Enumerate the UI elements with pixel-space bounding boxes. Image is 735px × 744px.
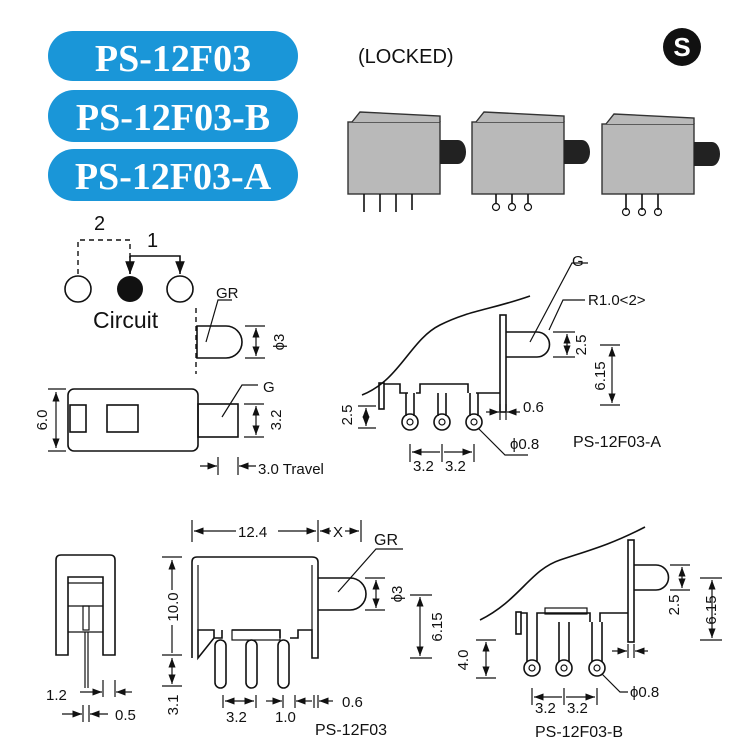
product-photo-ps-12f03-a	[601, 113, 720, 217]
model-badge-ps-12f03: PS-12F03	[48, 31, 298, 81]
safety-logo-icon: S	[663, 28, 701, 66]
actuator-height-dimension: 6.15	[429, 612, 446, 641]
front-view-drawing: 1.2 0.5	[46, 554, 136, 724]
product-photo-ps-12f03-b	[471, 111, 590, 212]
model-label: PS-12F03-B	[76, 97, 270, 139]
pitch-dimension: 3.2	[226, 709, 247, 726]
circuit-diagram: 2 1 Circuit	[64, 213, 194, 333]
actuator-height-dimension: 2.5	[666, 595, 683, 616]
height-dimension: 6.15	[592, 361, 609, 390]
pin-diameter-label: ϕ0.8	[510, 436, 539, 453]
pitch-dimension: 3.2	[413, 458, 434, 475]
gr-label: GR	[374, 532, 398, 549]
tab-dimension: 4.0	[455, 650, 472, 671]
dia3-label: ϕ3	[271, 334, 288, 351]
pitch-dimension: 3.2	[535, 700, 556, 717]
top-view-drawing: GR ϕ3 G 6.0 3.2 3.0 Travel	[34, 285, 324, 478]
model-label: PS-12F03	[95, 38, 251, 80]
width-dimension: 6.0	[34, 410, 51, 431]
product-photo-ps-12f03	[347, 111, 466, 212]
g-label: G	[572, 253, 584, 270]
badge-background	[48, 31, 298, 81]
pin-width-dimension: 0.5	[115, 707, 136, 724]
pin-diameter-label: ϕ0.8	[630, 684, 659, 701]
position-1-label: 1	[147, 230, 158, 252]
caption-ps-12f03-a: PS-12F03-A	[573, 434, 661, 451]
edge-dimension: 0.6	[342, 694, 363, 711]
pitch-dimension: 3.2	[445, 458, 466, 475]
model-badge-ps-12f03-b: PS-12F03-B	[48, 90, 298, 142]
g-label: G	[263, 379, 275, 396]
dia3-label: ϕ3	[389, 586, 406, 603]
model-badge-ps-12f03-a: PS-12F03-A	[48, 149, 298, 201]
caption-ps-12f03-b: PS-12F03-B	[535, 724, 623, 741]
gr-label: GR	[216, 285, 239, 302]
locked-label: (LOCKED)	[358, 46, 454, 68]
side-view-ps-12f03-a: G R1.0<2> 2.5 6.15 2.5 0.6 ϕ0.8 3.2 3.2 …	[339, 253, 661, 475]
pin-gap-dimension: 1.0	[275, 709, 296, 726]
radius-label: R1.0<2>	[588, 292, 646, 309]
travel-dimension: 3.0 Travel	[258, 461, 324, 478]
height-dimension: 10.0	[165, 592, 182, 621]
badge-background	[48, 149, 298, 201]
pitch-dimension: 3.2	[567, 700, 588, 717]
caption-ps-12f03: PS-12F03	[315, 722, 387, 739]
height-dimension: 6.15	[703, 595, 720, 624]
actuator-width-dimension: 3.2	[268, 410, 285, 431]
circuit-label: Circuit	[93, 307, 159, 333]
badge-background	[48, 90, 298, 142]
logo-letter: S	[673, 32, 690, 62]
x-dimension: X	[333, 524, 343, 541]
position-2-label: 2	[94, 213, 105, 235]
actuator-height-dimension: 2.5	[573, 335, 590, 356]
gap-dimension: 0.6	[523, 399, 544, 416]
tab-dimension: 2.5	[339, 405, 356, 426]
pin-length-dimension: 3.1	[165, 695, 182, 716]
side-view-ps-12f03: 12.4 X GR 10.0 3.1 ϕ3 6.15 3.2 1.0 0.6 P…	[162, 520, 446, 739]
model-label: PS-12F03-A	[75, 156, 272, 198]
length-dimension: 12.4	[238, 524, 267, 541]
pin-offset-dimension: 1.2	[46, 687, 67, 704]
side-view-ps-12f03-b: 4.0 2.5 6.15 ϕ0.8 3.2 3.2 PS-12F03-B	[455, 526, 722, 741]
